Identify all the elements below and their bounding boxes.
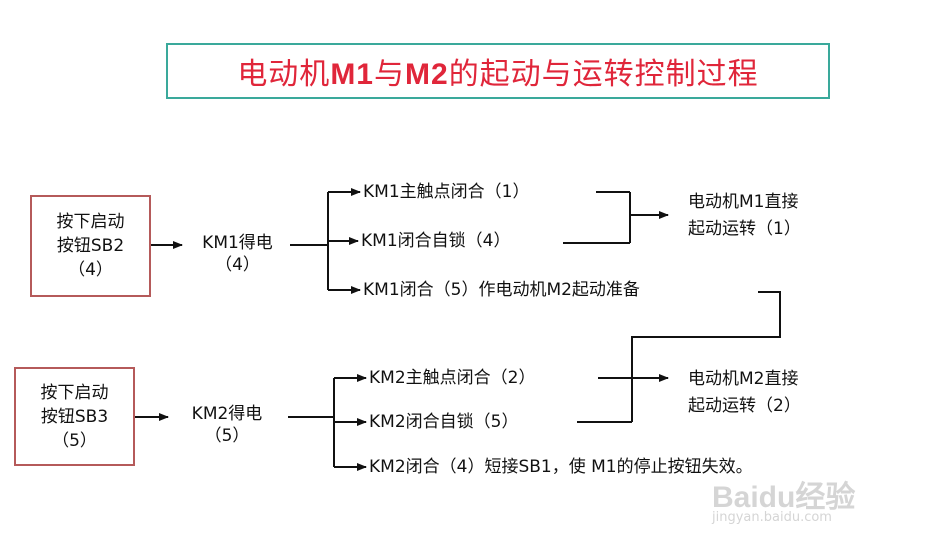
branch-km1-self-lock: KM1闭合自锁（4）	[361, 231, 511, 251]
start-box-sb2: 按下启动 按钮SB2 （4）	[30, 195, 151, 297]
result-line: 电动机M1直接	[688, 192, 799, 212]
coil-step: （4）	[215, 255, 260, 275]
start-label-line: 按钮SB3	[40, 406, 109, 427]
title-part: 的起动与运转控制过程	[448, 57, 759, 92]
watermark-logo: Baidu经验	[712, 481, 856, 514]
title-part: 电动机	[237, 57, 331, 92]
coil-label: KM1得电	[202, 233, 273, 253]
link-km1-to-km2-lock	[631, 291, 781, 422]
coil-step: （5）	[204, 426, 250, 446]
node-km2-energized: KM2得电 （5）	[172, 403, 282, 447]
title-part: M2	[405, 58, 449, 91]
diagram-title: 电动机M1与M2的起动与运转控制过程	[237, 49, 758, 93]
branch-km1-main-contact: KM1主触点闭合（1）	[363, 182, 530, 202]
branch-km1-m2-prep: KM1闭合（5）作电动机M2起动准备	[363, 280, 640, 300]
result-m2: 电动机M2直接 起动运转（2）	[688, 366, 801, 420]
start-label-line: （5）	[52, 430, 97, 451]
branch-km2-main-contact: KM2主触点闭合（2）	[369, 368, 536, 388]
start-label-line: （4）	[68, 260, 113, 280]
node-km1-energized: KM1得电 （4）	[185, 232, 290, 276]
start-label-line: 按下启动	[56, 212, 125, 232]
start-box-sb3: 按下启动 按钮SB3 （5）	[14, 367, 135, 466]
coil-label: KM2得电	[191, 404, 263, 424]
start-label-line: 按下启动	[40, 382, 109, 403]
title-part: M1	[330, 58, 374, 91]
title-box: 电动机M1与M2的起动与运转控制过程	[166, 43, 830, 99]
start-label-line: 按钮SB2	[56, 236, 125, 256]
title-part: 与	[374, 57, 405, 92]
result-line: 起动运转（2）	[688, 396, 801, 416]
branch-km2-self-lock: KM2闭合自锁（5）	[369, 412, 519, 432]
result-m1: 电动机M1直接 起动运转（1）	[688, 189, 801, 243]
branch-km2-short-sb1: KM2闭合（4）短接SB1，使 M1的停止按钮失效。	[369, 457, 753, 477]
watermark-url: jingyan.baidu.com	[712, 510, 832, 525]
result-line: 起动运转（1）	[688, 219, 801, 239]
result-line: 电动机M2直接	[688, 369, 799, 389]
